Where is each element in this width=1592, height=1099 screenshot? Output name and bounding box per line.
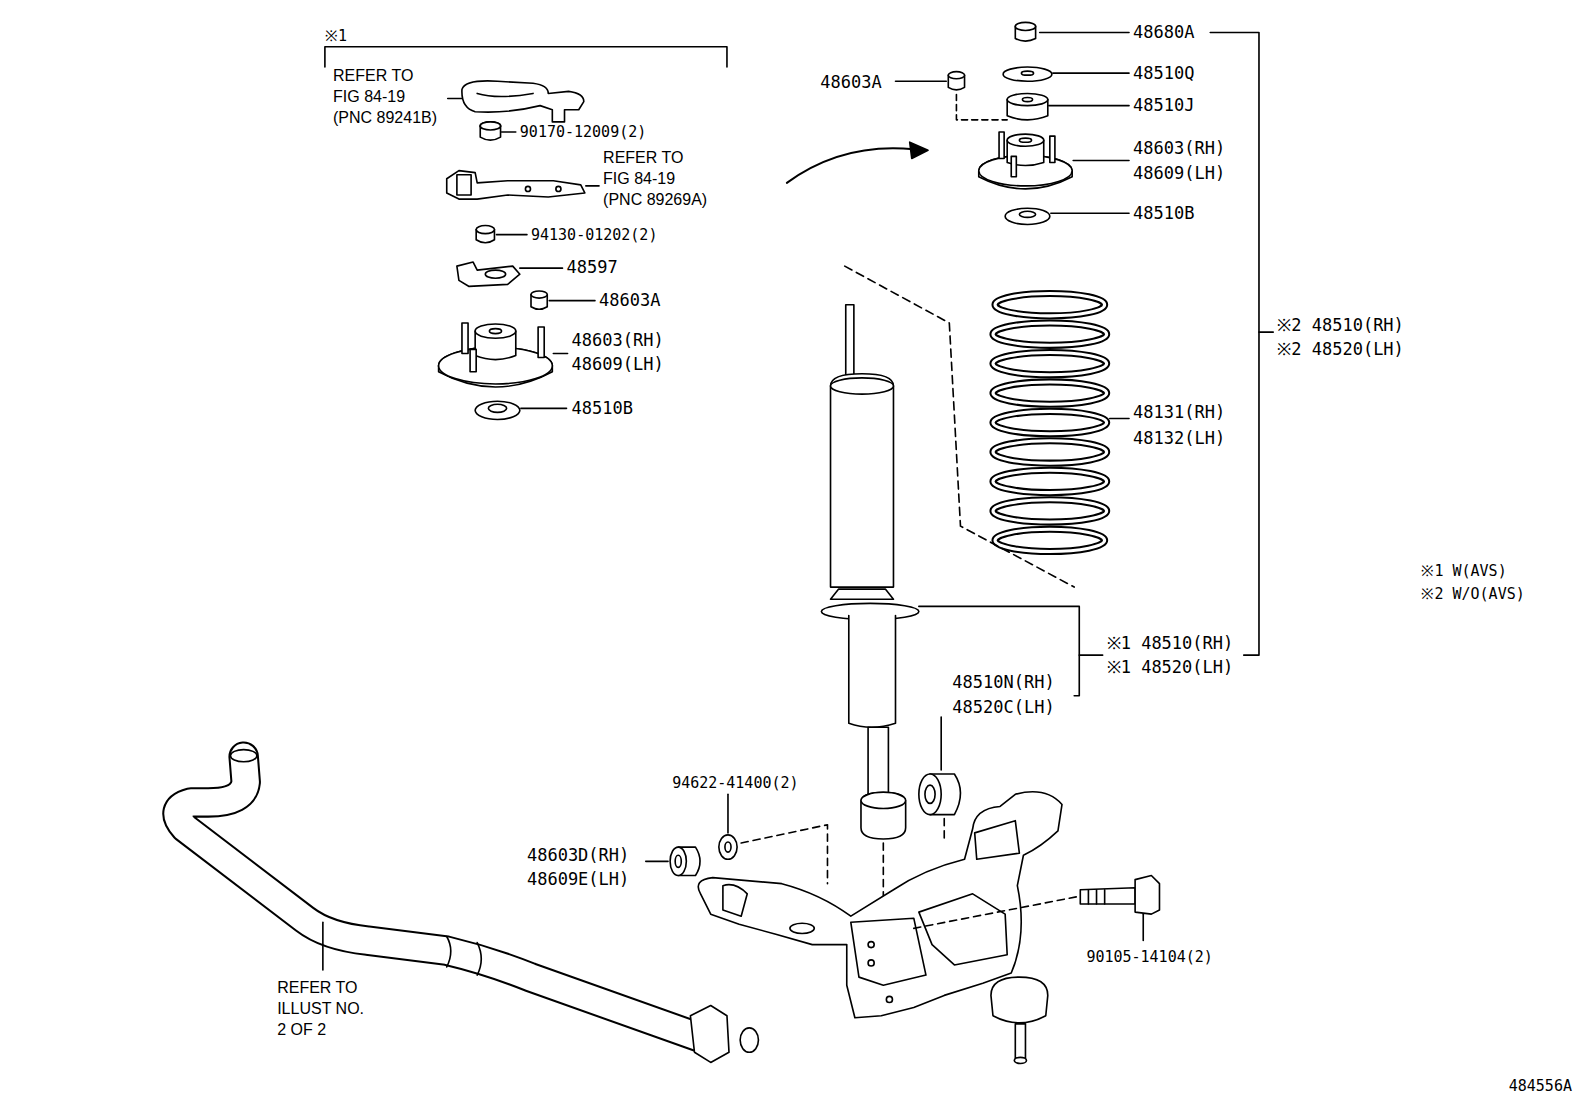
callout-number: 48609(LH)	[1133, 163, 1225, 183]
callout-number: 484556A	[1509, 1077, 1572, 1095]
callout-number: 94130-01202(2)	[531, 226, 657, 244]
callout-number: ※2 48510(RH)	[1277, 315, 1404, 335]
callout-number: ※1 48510(RH)	[1107, 633, 1234, 653]
callout-number: ※1 48520(LH)	[1107, 657, 1234, 677]
callout-number: 48609E(LH)	[527, 869, 629, 889]
callout-number: 48603A	[820, 72, 881, 92]
callout-number: 48510Q	[1133, 63, 1194, 83]
callout-number: ※2 48520(LH)	[1277, 339, 1404, 359]
reference-note: REFER TO FIG 84-19 (PNC 89269A)	[603, 147, 711, 210]
callout-number: 94622-41400(2)	[672, 774, 798, 792]
callout-number: 48510B	[572, 398, 633, 418]
callout-number: 48603D(RH)	[527, 845, 629, 865]
reference-note: REFER TO ILLUST NO. 2 OF 2	[277, 977, 371, 1040]
callout-number: ※1 W(AVS)	[1421, 562, 1506, 580]
callout-number: 48603A	[599, 290, 660, 310]
callout-number: 90170-12009(2)	[520, 123, 646, 141]
callout-number: 48131(RH)	[1133, 402, 1225, 422]
callout-number: 90105-14104(2)	[1086, 948, 1212, 966]
reference-note: REFER TO FIG 84-19 (PNC 89241B)	[333, 65, 441, 128]
callout-number: 48132(LH)	[1133, 428, 1225, 448]
callout-number: 48609(LH)	[572, 354, 664, 374]
callout-number: 48510J	[1133, 95, 1194, 115]
callout-number: 48510N(RH)	[952, 672, 1054, 692]
callout-number: 48680A	[1133, 22, 1194, 42]
callout-number: 48520C(LH)	[952, 697, 1054, 717]
callout-number: ※1	[325, 27, 347, 45]
callout-number: 48510B	[1133, 203, 1194, 223]
callout-number: 48597	[567, 257, 618, 277]
callout-number: 48603(RH)	[1133, 138, 1225, 158]
callout-number: 48603(RH)	[572, 330, 664, 350]
callout-number: ※2 W/O(AVS)	[1421, 585, 1524, 603]
